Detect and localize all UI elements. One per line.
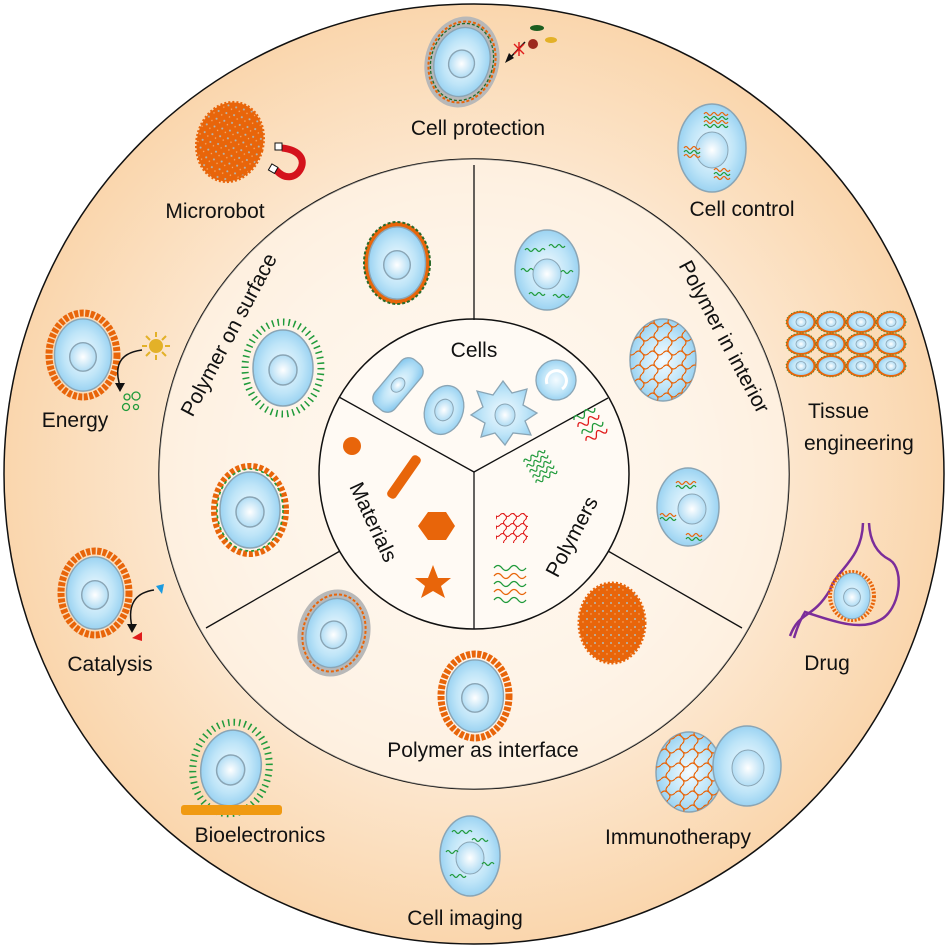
energy-cell-icon — [45, 309, 121, 401]
blocked-attack-icon — [505, 25, 557, 63]
energy-conversion-arrow — [115, 349, 143, 392]
cell-polymer-brush-icon — [241, 318, 325, 418]
label-tissue: Tissue — [808, 400, 869, 423]
cell-polymer-clusters-icon — [656, 467, 720, 547]
magnet-icon — [267, 142, 306, 181]
catalysis-cell-icon — [57, 547, 133, 639]
material-hexagon-icon — [418, 512, 455, 540]
electrode-substrate — [181, 805, 282, 815]
polymer-network-icon — [496, 513, 528, 543]
label-cell-control: Cell control — [689, 198, 794, 221]
catalysis-reaction-icon — [127, 584, 164, 641]
tissue-cell — [785, 332, 817, 356]
label-polymer-as-interface: Polymer as interface — [387, 739, 578, 762]
polymer-copolymer-icon — [573, 407, 608, 441]
cell-shell-grey-icon — [297, 589, 371, 677]
label-cell-imaging: Cell imaging — [407, 907, 523, 930]
divider-middle-right — [607, 550, 743, 629]
tissue-cell — [785, 354, 817, 378]
cell-protection-icon — [424, 16, 500, 108]
label-microrobot: Microrobot — [165, 200, 264, 223]
cell-round-icon — [535, 359, 577, 401]
material-star-icon — [415, 565, 451, 598]
tissue-cell — [845, 332, 877, 356]
energy-bubbles-icon — [121, 391, 141, 412]
label-drug: Drug — [804, 652, 850, 675]
cell-imaging-icon — [439, 815, 501, 897]
sun-icon — [142, 332, 170, 360]
divider-middle-left — [205, 550, 341, 629]
cell-star-icon — [469, 379, 539, 447]
tissue-cell — [815, 354, 847, 378]
cell-nanoparticle-shell-icon — [437, 650, 513, 742]
tissue-cell — [875, 310, 907, 334]
material-sphere-icon — [343, 437, 361, 455]
cell-rod-icon — [372, 357, 424, 413]
tissue-cell — [845, 310, 877, 334]
label-cell-protection: Cell protection — [411, 117, 545, 140]
tissue-cell — [785, 310, 817, 334]
material-rod-icon — [387, 455, 421, 499]
microrobot-particle-icon — [194, 100, 266, 184]
tissue-cell — [875, 354, 907, 378]
tissue-cell — [845, 354, 877, 378]
label-energy: Energy — [42, 409, 109, 432]
cell-intracellular-chains-icon — [514, 229, 580, 311]
polymer-linear-icon — [523, 449, 558, 483]
polymer-blend-icon — [493, 564, 527, 604]
drug-cell-icon — [828, 570, 876, 622]
bioelectronics-icon — [181, 718, 282, 818]
label-catalysis: Catalysis — [67, 653, 152, 676]
cell-control-icon — [677, 103, 747, 193]
cell-coated-wavy-icon — [363, 221, 431, 305]
cell-fully-encapsulated-icon — [577, 581, 647, 665]
cell-layered-coating-icon — [211, 463, 289, 557]
label-cells: Cells — [451, 339, 498, 362]
label-bioelectronics: Bioelectronics — [195, 824, 326, 847]
cell-oval-icon — [423, 384, 465, 436]
cell-hydrogel-interior-icon — [629, 318, 697, 402]
tissue-cell — [815, 310, 847, 334]
tissue-cell — [875, 332, 907, 356]
immunotherapy-icon — [655, 725, 782, 813]
label-engineering: engineering — [804, 432, 914, 455]
tissue-cell — [815, 332, 847, 356]
tissue-engineering-icon — [785, 310, 907, 378]
label-immunotherapy: Immunotherapy — [605, 826, 751, 849]
divider-inner-left — [338, 396, 475, 473]
